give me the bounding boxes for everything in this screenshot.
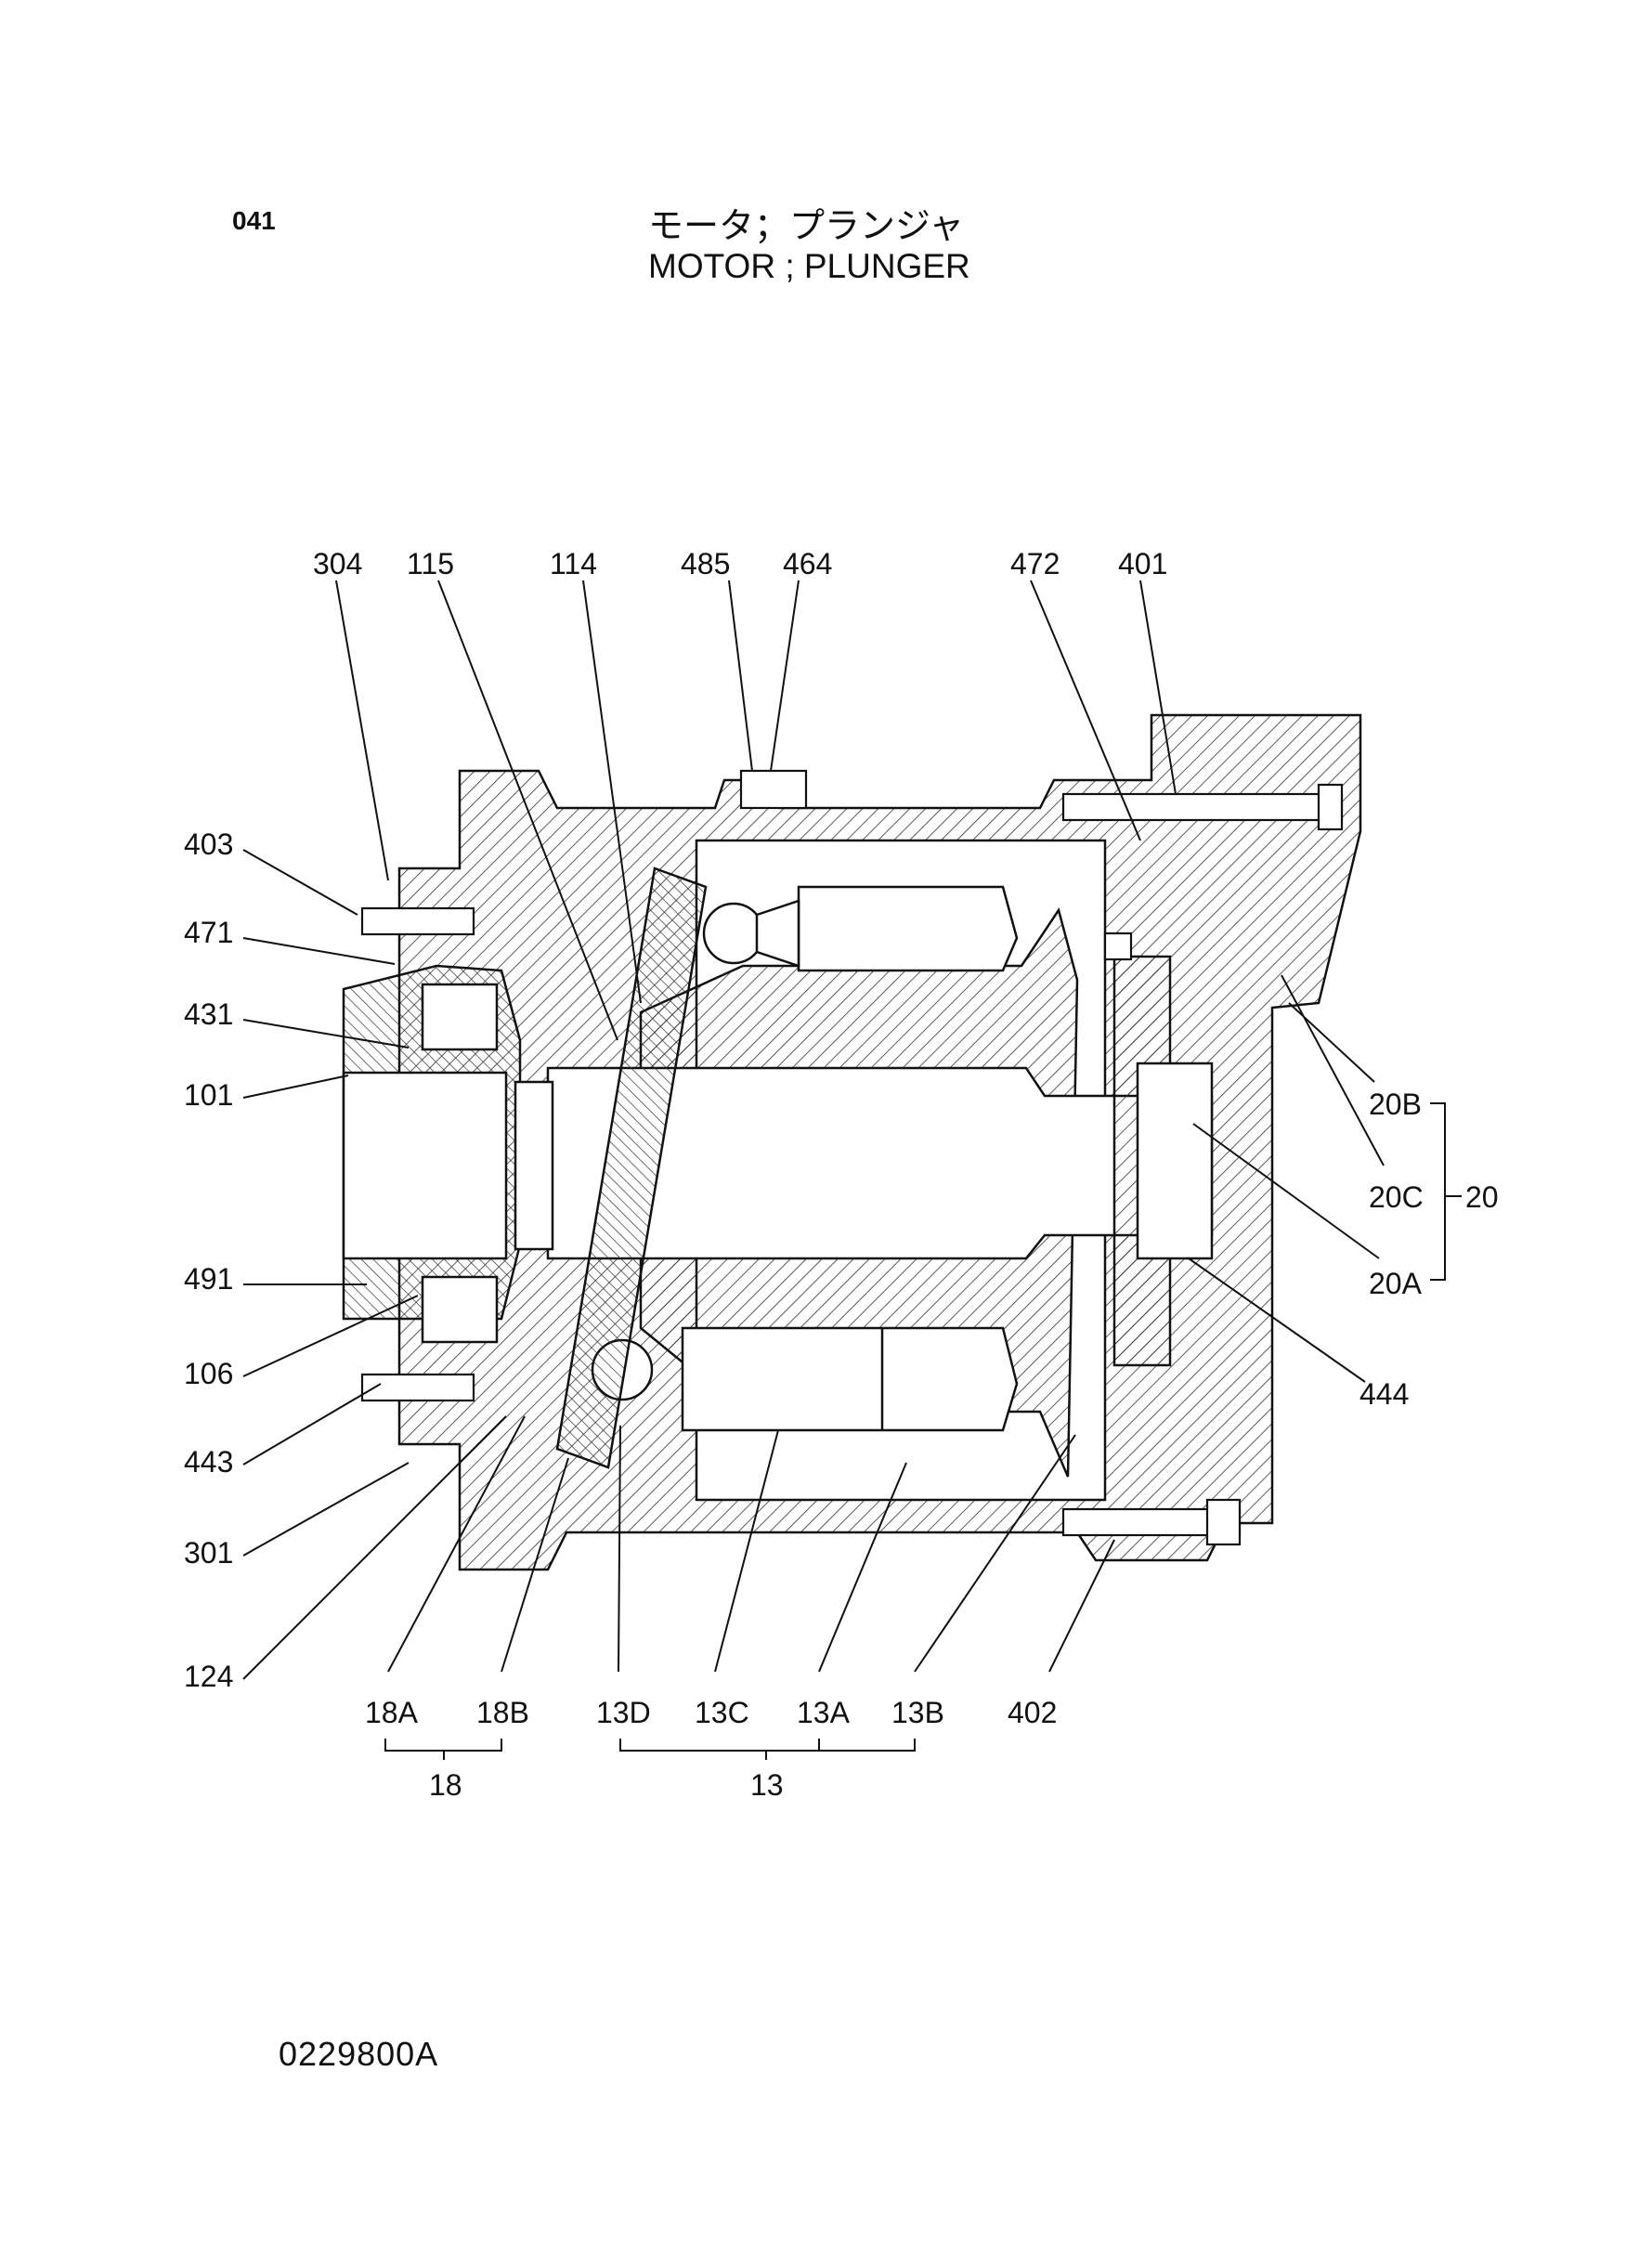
callout-20B: 20B: [1369, 1088, 1422, 1121]
callout-20C: 20C: [1369, 1180, 1424, 1214]
callout-472: 472: [1010, 547, 1060, 580]
callout-444: 444: [1359, 1377, 1409, 1411]
leader-lines: [242, 580, 1385, 1680]
callout-401: 401: [1118, 547, 1167, 580]
callout-491: 491: [184, 1262, 233, 1296]
valve-cover: [1112, 955, 1214, 1367]
callout-18-group: 18: [429, 1768, 462, 1802]
callout-13-group: 13: [750, 1768, 784, 1802]
callout-13A: 13A: [797, 1696, 851, 1729]
callout-431: 431: [184, 997, 233, 1031]
callout-403: 403: [184, 827, 233, 861]
drive-shaft: [514, 1066, 1214, 1260]
callout-106: 106: [184, 1357, 233, 1390]
callout-485: 485: [681, 547, 730, 580]
end-cover: [342, 964, 522, 1344]
callout-labels: 304 115 114 485 464 472 401 403 471 431 …: [184, 547, 1499, 1802]
callout-115: 115: [407, 547, 454, 580]
callout-20A: 20A: [1369, 1267, 1423, 1300]
callout-101: 101: [184, 1078, 233, 1112]
callout-13D: 13D: [596, 1696, 651, 1729]
callout-18B: 18B: [476, 1696, 529, 1729]
callout-443: 443: [184, 1445, 233, 1479]
callout-20-group: 20: [1465, 1180, 1499, 1214]
page-number: 041: [232, 206, 276, 235]
swash-plate: [555, 866, 708, 1469]
callout-471: 471: [184, 916, 233, 949]
title-english: MOTOR ; PLUNGER: [648, 247, 970, 285]
callout-13C: 13C: [695, 1696, 749, 1729]
bolts: [360, 769, 1344, 1546]
callout-114: 114: [550, 547, 597, 580]
callout-301: 301: [184, 1536, 233, 1570]
callout-402: 402: [1008, 1696, 1057, 1729]
plunger-upper: [702, 885, 1019, 972]
callout-18A: 18A: [365, 1696, 419, 1729]
callout-304: 304: [313, 547, 362, 580]
callout-124: 124: [184, 1660, 233, 1693]
drawing-code: 0229800A: [279, 2035, 439, 2073]
group-brackets: [384, 1102, 1462, 1760]
title-japanese: モータ；プランジャ: [648, 207, 965, 246]
callout-13B: 13B: [891, 1696, 944, 1729]
callout-464: 464: [783, 547, 832, 580]
